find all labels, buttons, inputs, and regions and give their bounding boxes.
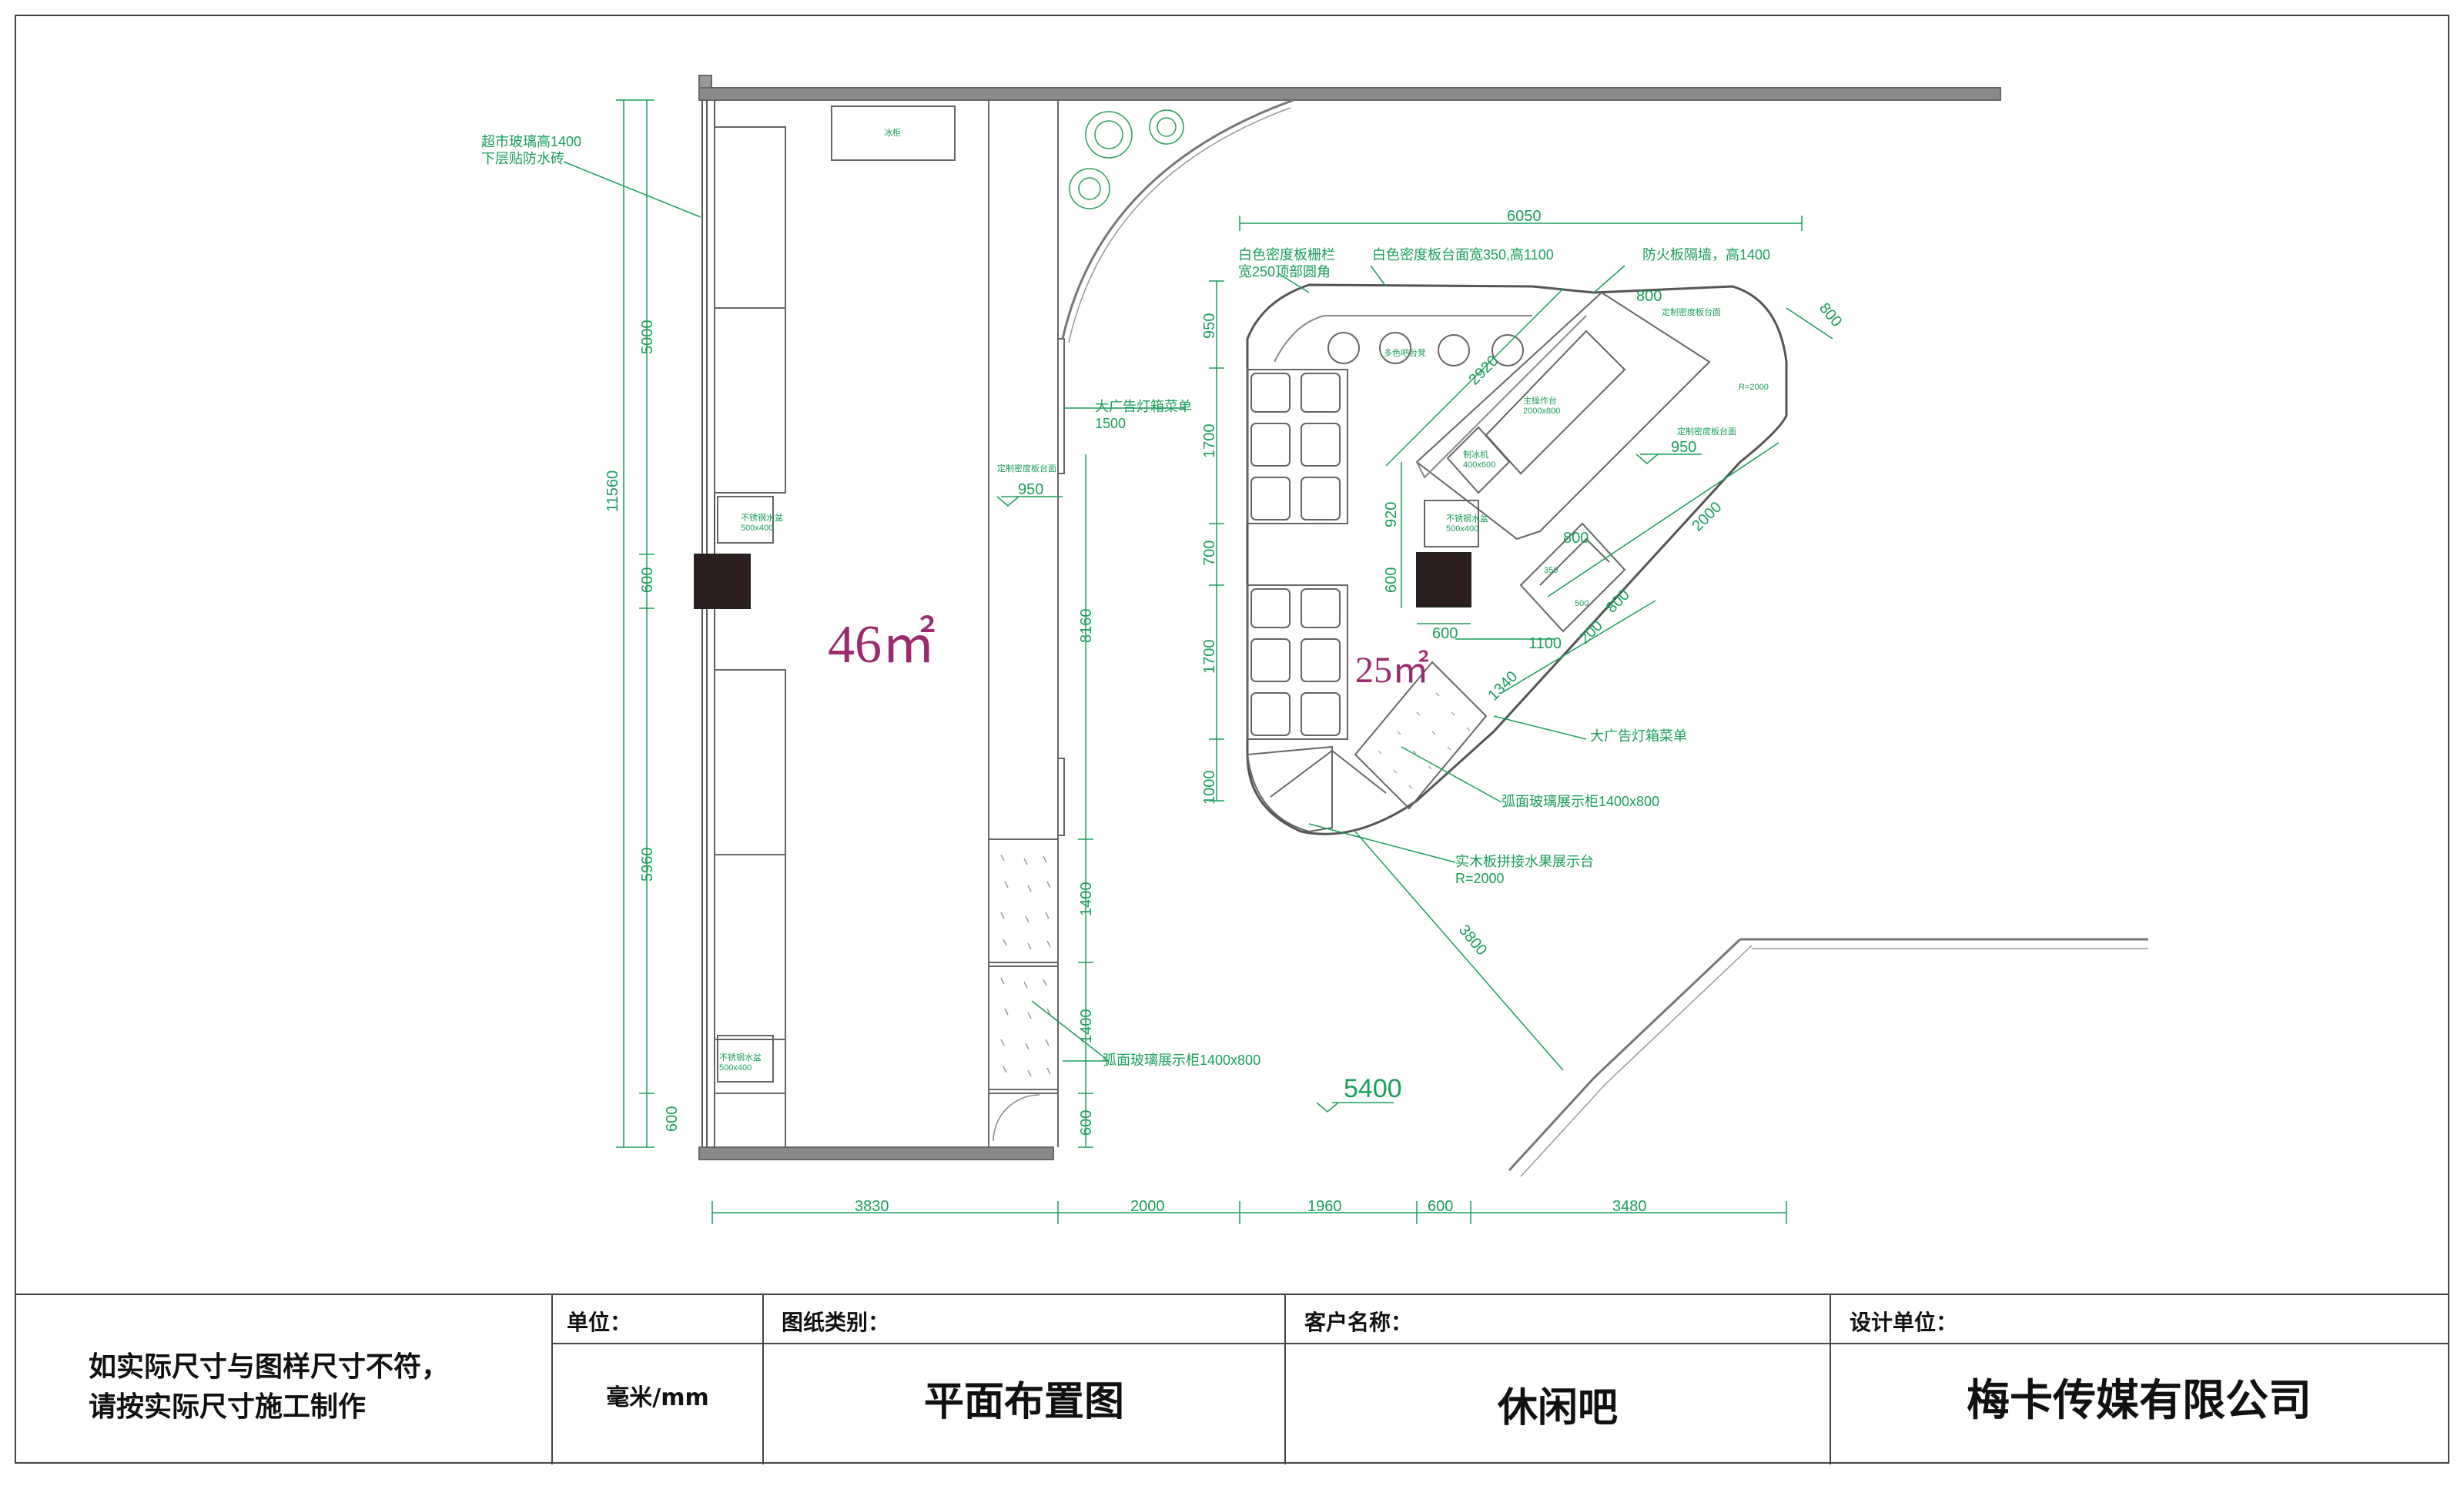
sheet-border xyxy=(15,15,2449,1464)
dim-bottom-2000: 2000 xyxy=(1130,1198,1165,1215)
ice-machine xyxy=(1446,426,1511,494)
bottom-wall xyxy=(698,1146,1054,1160)
unit-value: 毫米/mm xyxy=(606,1384,709,1411)
left-counter xyxy=(714,126,786,309)
dim-950-right: 950 xyxy=(1671,439,1697,456)
bar-area xyxy=(1061,99,2148,1177)
dim-left-950: 950 xyxy=(1018,481,1044,498)
dim-left-5000: 5000 xyxy=(639,320,656,355)
dim-bar-700: 700 xyxy=(1201,540,1218,566)
plant-icon xyxy=(1069,109,1184,209)
pillar xyxy=(694,554,751,609)
dim-8160: 8160 xyxy=(1078,608,1095,644)
dim-5400: 5400 xyxy=(1344,1074,1402,1103)
dim-1400b: 1400 xyxy=(1078,1009,1095,1044)
showcase xyxy=(1354,661,1488,810)
sink xyxy=(717,1035,774,1083)
unit-label: 单位： xyxy=(567,1310,632,1335)
dim-600r: 600 xyxy=(1078,1109,1095,1136)
title-block: 如实际尺寸与图样尺寸不符， 请按实际尺寸施工制作 单位： 毫米/mm 图纸类别：… xyxy=(15,1294,2449,1464)
title-note: 如实际尺寸与图样尺寸不符， 请按实际尺寸施工制作 xyxy=(89,1351,450,1423)
dimension-lines xyxy=(563,99,1833,1224)
dim-600v: 600 xyxy=(1383,567,1400,593)
dim-bar-1000: 1000 xyxy=(1201,770,1218,805)
designer-value: 梅卡传媒有限公司 xyxy=(1967,1376,2312,1426)
sink xyxy=(1424,500,1479,547)
main-counter xyxy=(1485,330,1626,475)
label-bar-stools: 多色吧台凳 xyxy=(1384,349,1426,358)
showcase-hatch xyxy=(1000,854,1051,1077)
dim-bottom-3830: 3830 xyxy=(855,1198,889,1215)
dim-920: 920 xyxy=(1383,501,1400,527)
designer-label: 设计单位： xyxy=(1850,1310,1958,1335)
fruit-stand xyxy=(1246,745,1333,833)
label-lightbox-b: 大广告灯箱菜单 xyxy=(1590,728,1687,744)
sink xyxy=(717,496,774,544)
dim-1400a: 1400 xyxy=(1078,882,1095,917)
dim-600h: 600 xyxy=(1432,625,1458,642)
label-radius-small: R=2000 xyxy=(1739,383,1769,392)
dim-bar-1700a: 1700 xyxy=(1201,423,1218,459)
label-custom-counter-b: 定制密度板台面 xyxy=(1677,427,1736,437)
booth-seats xyxy=(1247,369,1348,740)
label-fridge: 冰柜 xyxy=(884,129,901,138)
label-fire-wall: 防火板隔墙，高1400 xyxy=(1642,247,1771,263)
area-right: 25㎡ xyxy=(1355,650,1430,691)
label-bar-railing: 白色密度板栅栏宽250顶部圆角 xyxy=(1238,247,1335,279)
dim-800-top: 800 xyxy=(1636,288,1662,305)
area-left: 46㎡ xyxy=(828,615,936,674)
left-shop xyxy=(694,75,2001,1160)
dim-left-600: 600 xyxy=(639,567,656,593)
client-label: 客户名称： xyxy=(1304,1310,1413,1335)
dim-bottom-3480: 3480 xyxy=(1612,1198,1647,1215)
right-wall xyxy=(1508,938,1742,1172)
label-bar-counter: 白色密度板台面宽350,高1100 xyxy=(1372,247,1554,263)
dim-350: 350 xyxy=(1544,566,1558,575)
label-showcase-left: 弧面玻璃展示柜1400x800 xyxy=(1103,1053,1261,1068)
dim-bottom-600: 600 xyxy=(1428,1198,1454,1215)
label-glass-wall: 超市玻璃高1400 下层贴防水砖 xyxy=(481,134,582,166)
bar-counter xyxy=(1246,283,1788,835)
dim-1100: 1100 xyxy=(1528,635,1562,652)
dim-800-mid: 800 xyxy=(1563,530,1589,547)
dim-bar-1700b: 1700 xyxy=(1201,639,1218,674)
label-showcase-right: 弧面玻璃展示柜1400x800 xyxy=(1502,794,1660,809)
top-wall xyxy=(698,87,2001,101)
dim-bar-950: 950 xyxy=(1201,313,1218,339)
dim-bottom-1960: 1960 xyxy=(1307,1198,1342,1215)
pillar xyxy=(1416,552,1471,607)
type-label: 图纸类别： xyxy=(782,1310,890,1335)
label-custom-counter-a: 定制密度板台面 xyxy=(1662,308,1721,317)
client-value: 休闲吧 xyxy=(1497,1385,1618,1431)
dim-500: 500 xyxy=(1575,599,1589,608)
dim-6050: 6050 xyxy=(1507,208,1542,225)
type-value: 平面布置图 xyxy=(923,1379,1124,1425)
dim-left-total: 11560 xyxy=(604,470,621,512)
bar-stool xyxy=(1327,332,1524,366)
label-custom-counter-left: 定制密度板台面 xyxy=(997,464,1056,474)
fridge xyxy=(831,105,956,161)
lightbox xyxy=(1057,338,1065,474)
dim-left-600b: 600 xyxy=(664,1106,681,1132)
curved-wall xyxy=(1061,99,1294,340)
dim-left-5960: 5960 xyxy=(639,847,656,882)
